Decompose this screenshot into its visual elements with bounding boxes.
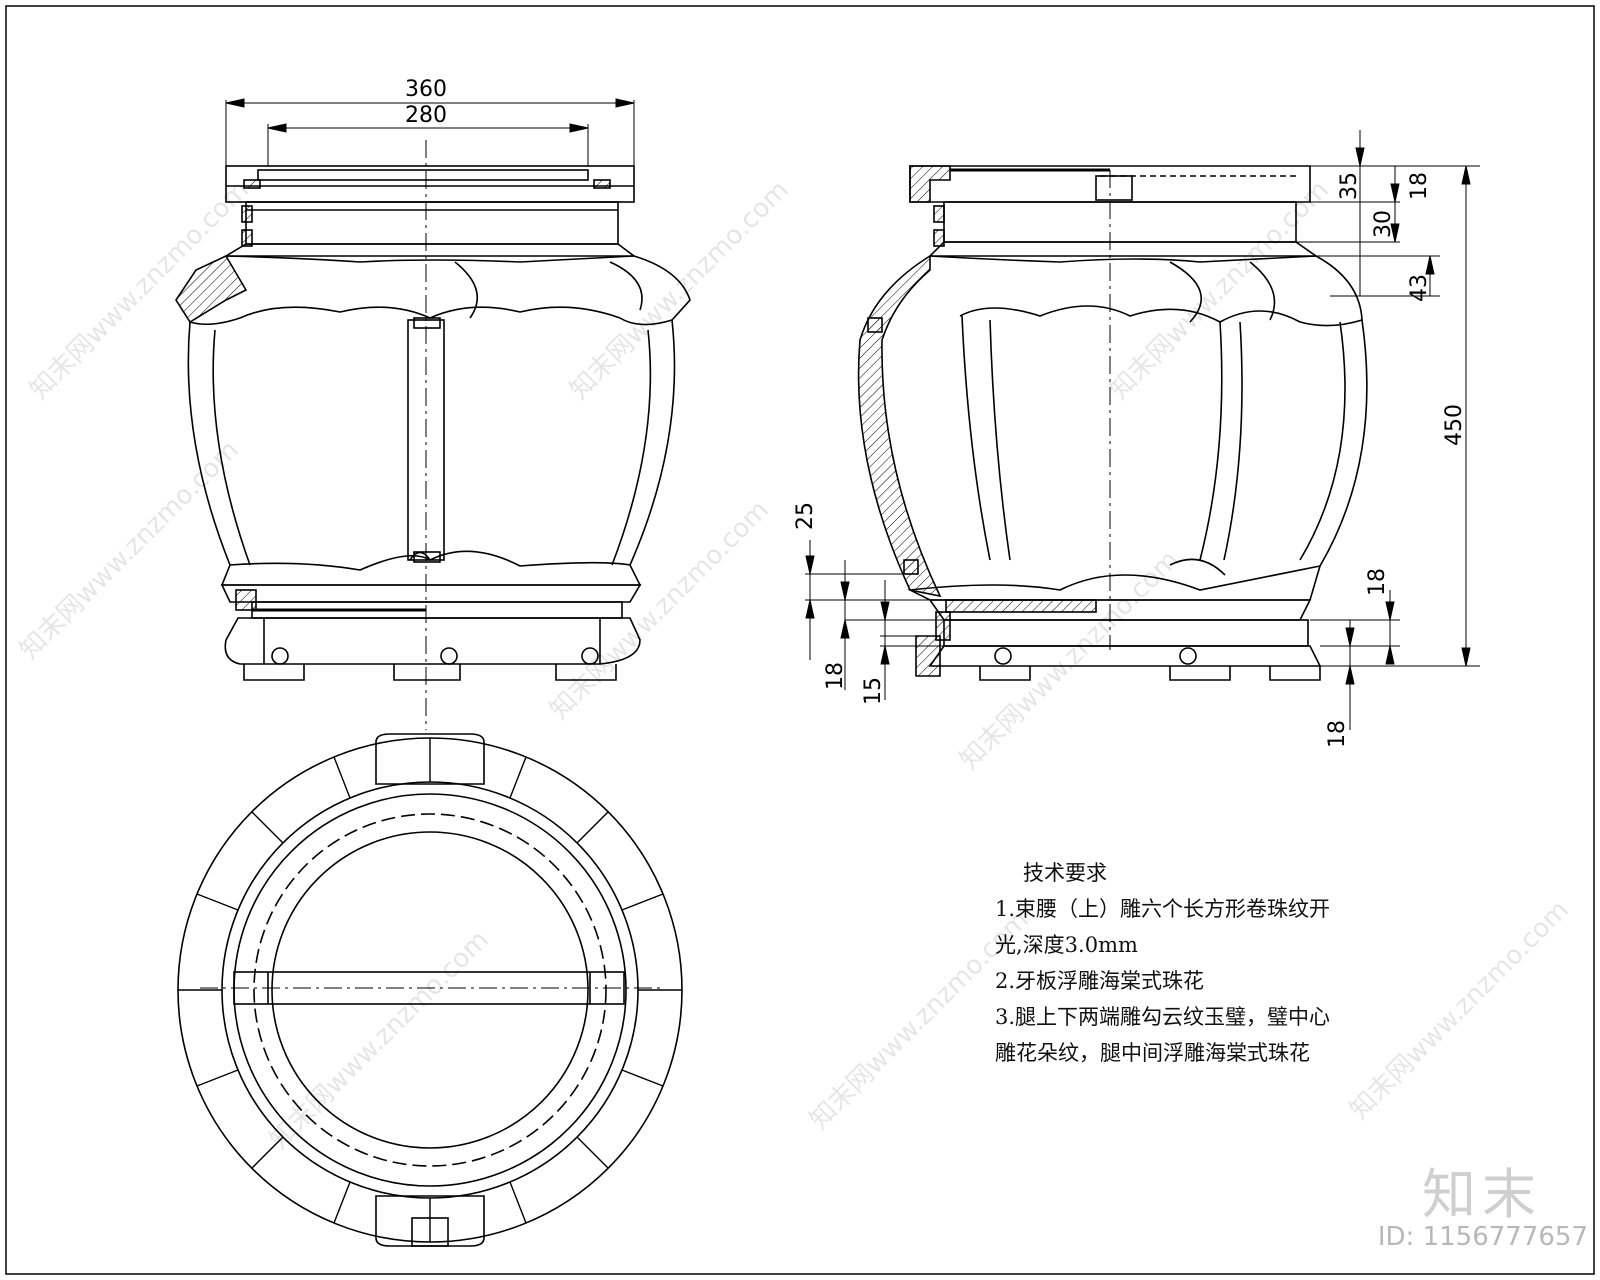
notes-line: 1.束腰（上）雕六个长方形卷珠纹开 — [995, 897, 1331, 921]
drawing-border — [5, 5, 1595, 1275]
dim-left-18: 18 — [823, 662, 848, 690]
dim-neck: 30 — [1371, 210, 1396, 238]
front-elevation — [175, 98, 691, 730]
notes-line: 3.腿上下两端雕勾云纹玉璧，璧中心 — [995, 1005, 1331, 1029]
notes-line: 2.牙板浮雕海棠式珠花 — [995, 969, 1205, 993]
dim-right-18-lower: 18 — [1325, 720, 1350, 748]
dim-top-18: 18 — [1407, 172, 1432, 200]
brand-logo: 知末 — [1422, 1163, 1542, 1226]
image-id: ID: 1156777657 — [1377, 1222, 1588, 1252]
dim-right-18-upper: 18 — [1365, 568, 1390, 596]
notes-title: 技术要求 — [1023, 861, 1107, 885]
notes-line: 雕花朵纹，腿中间浮雕海棠式珠花 — [995, 1041, 1310, 1065]
dim-inner-width: 280 — [405, 103, 447, 128]
dim-left-25: 25 — [793, 502, 818, 530]
dim-lid-height: 35 — [1337, 172, 1362, 200]
plan-view — [177, 733, 683, 1247]
technical-requirements: 技术要求 1.束腰（上）雕六个长方形卷珠纹开 光,深度3.0mm 2.牙板浮雕海… — [995, 855, 1415, 1071]
dim-waist: 43 — [1407, 274, 1432, 302]
section-elevation — [805, 130, 1480, 730]
dim-outer-width: 360 — [405, 77, 447, 102]
dim-total-height: 450 — [1442, 404, 1467, 446]
notes-line: 光,深度3.0mm — [995, 933, 1138, 957]
dim-left-15: 15 — [861, 677, 886, 705]
